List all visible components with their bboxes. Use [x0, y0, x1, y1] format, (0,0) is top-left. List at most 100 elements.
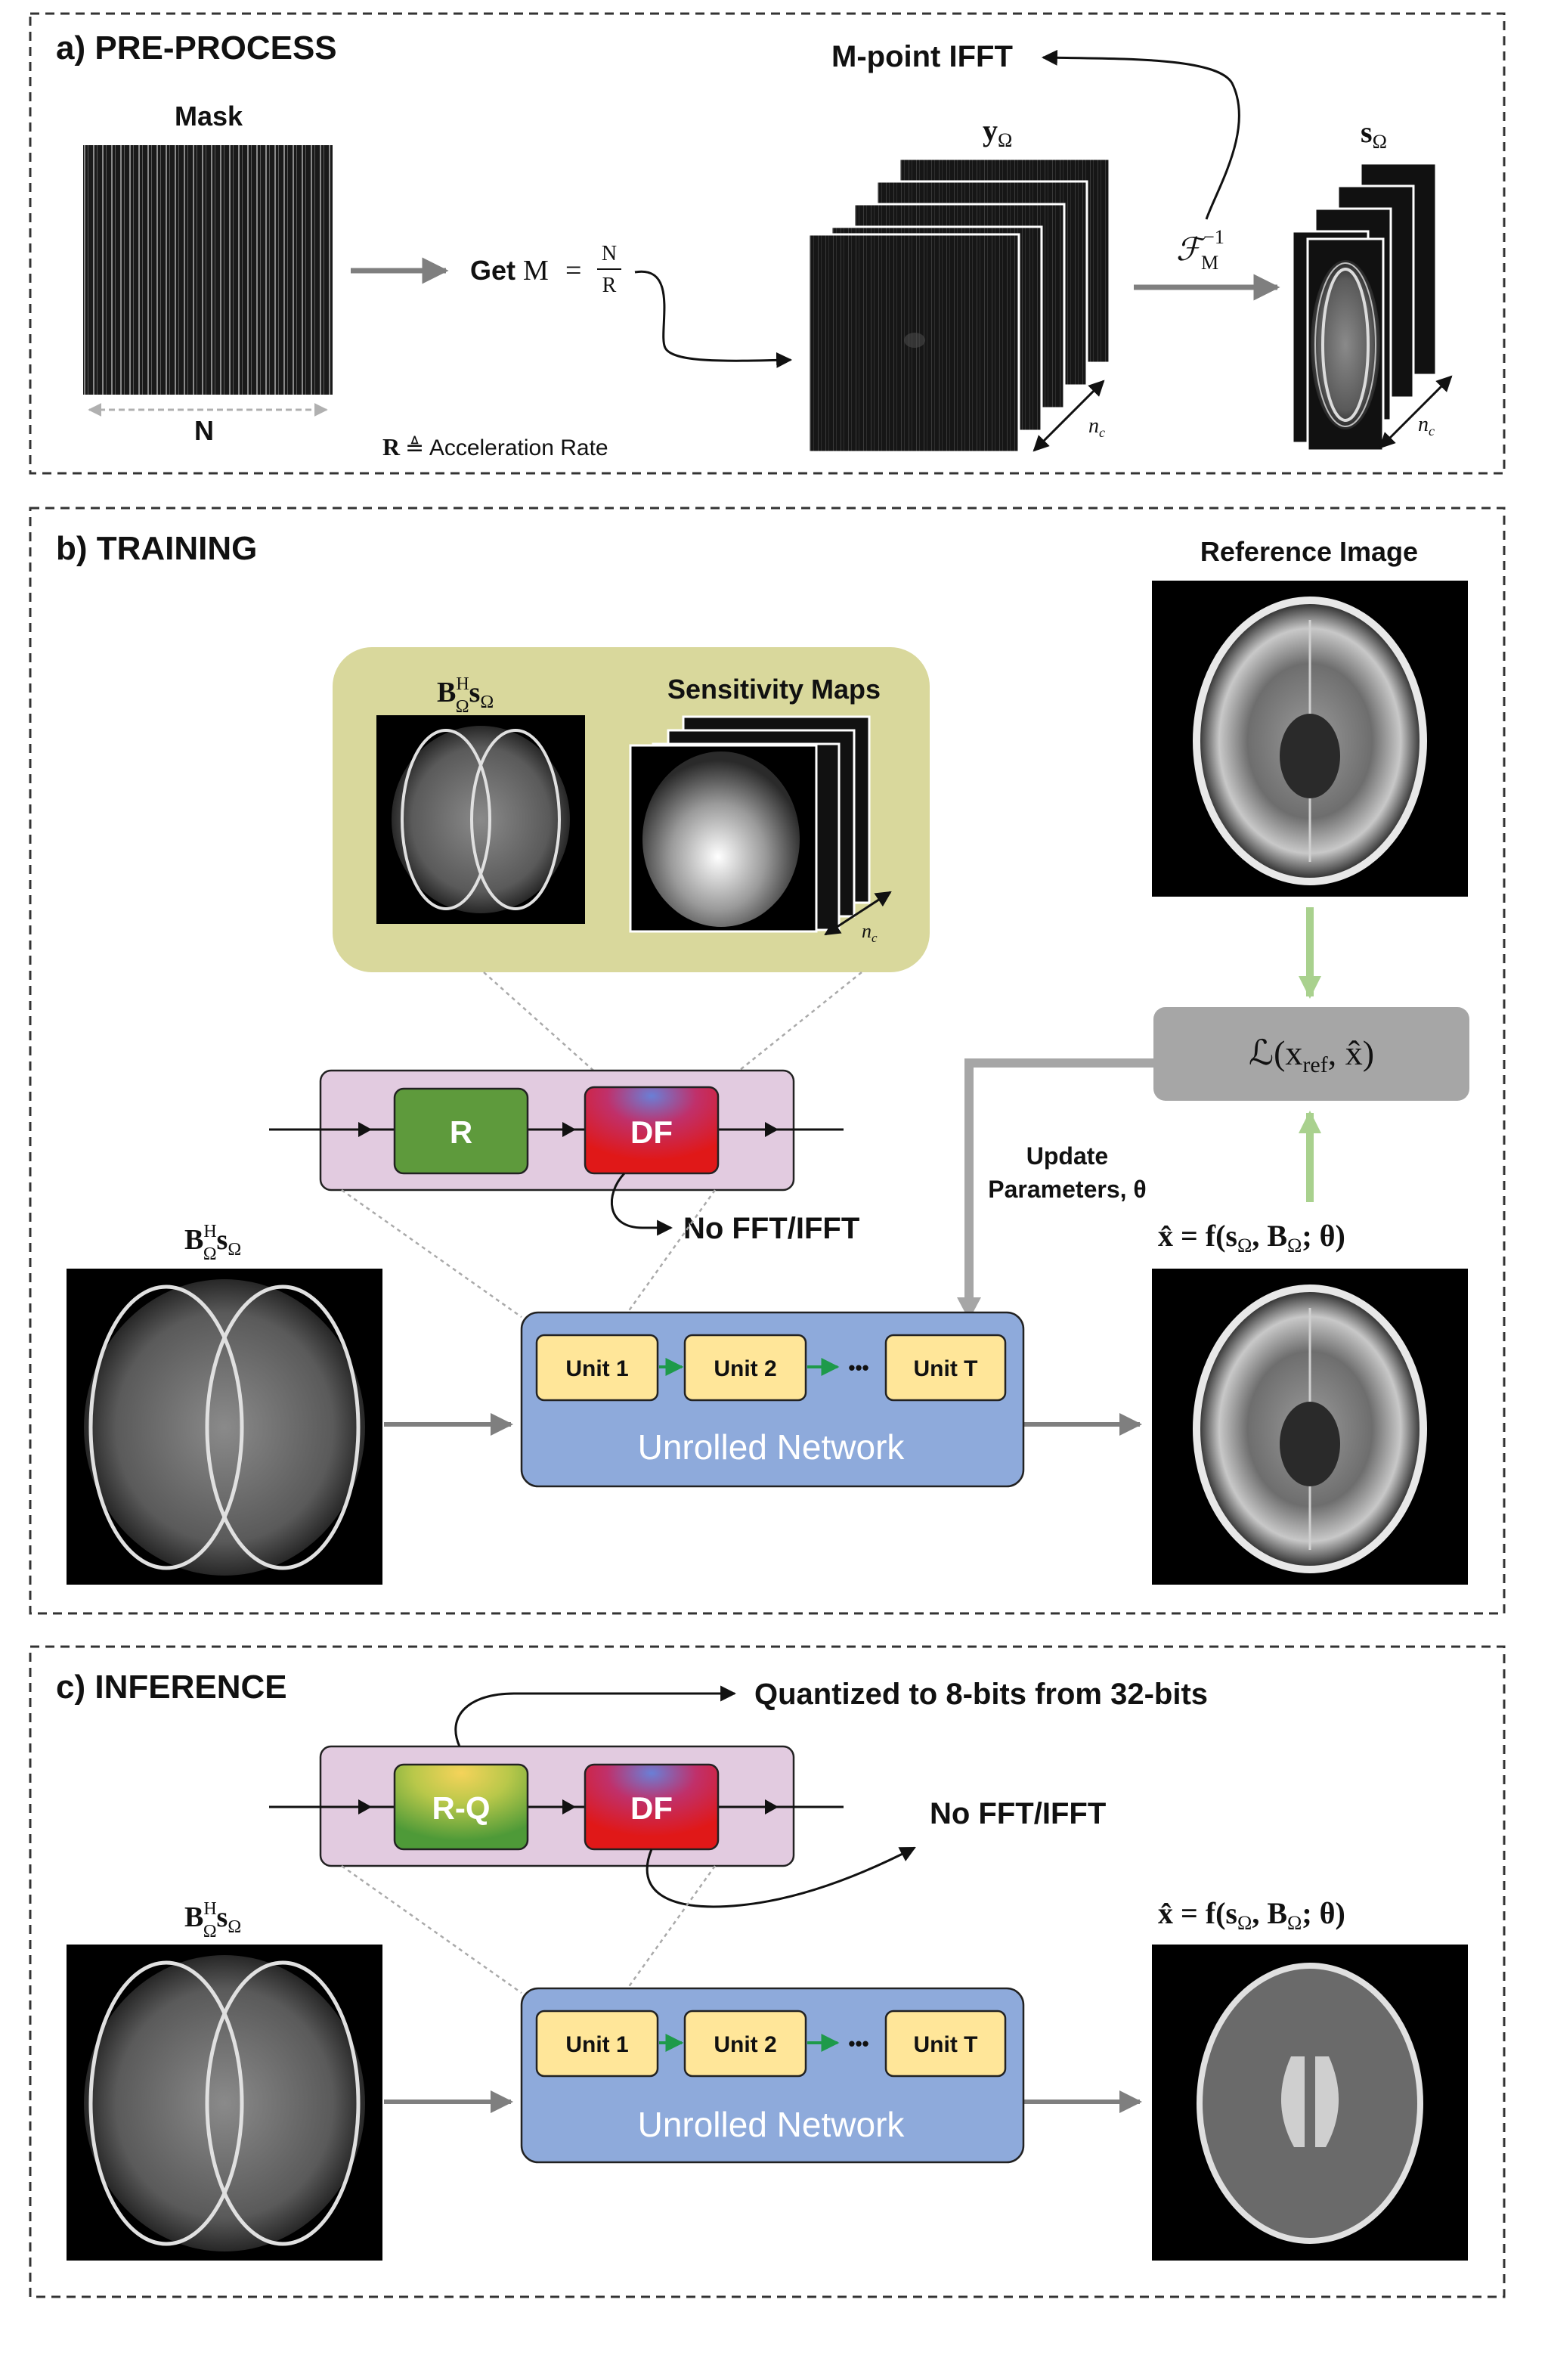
reconstruction-image-inference [1152, 1945, 1468, 2261]
kspace-stack [807, 157, 1111, 454]
s-omega-base: s [1361, 115, 1373, 149]
unitT-label-training: Unit T [914, 1356, 978, 1381]
no-fft-label-training: No FFT/IFFT [683, 1212, 859, 1245]
inf-bhs-b: B [184, 1901, 203, 1933]
unit1-label-inference: Unit 1 [565, 2032, 628, 2057]
network-label-training: Unrolled Network [638, 1427, 906, 1467]
mask-image [83, 145, 333, 395]
y-omega-label: yΩ [983, 113, 1012, 151]
unit1-inference [535, 2010, 659, 2078]
in-bhs-sup: H [203, 1222, 216, 1241]
xhat-eq-end: ; θ) [1302, 1219, 1345, 1253]
accel-rate-definition: ≜ Acceleration Rate [405, 435, 608, 460]
unitT-inference [884, 2010, 1007, 2078]
xhat-eq-mid: , B [1252, 1219, 1287, 1253]
df-block-label-inference: DF [630, 1790, 673, 1826]
input-aliased-image-training [67, 1269, 382, 1585]
accel-r-symbol: R [382, 433, 401, 460]
inf-xhat-mid: , B [1252, 1896, 1287, 1930]
kspace-nc-arrow [1033, 380, 1105, 452]
loss-function: ℒ(xref, x̂) [1249, 1034, 1374, 1077]
kspace-nc-sub: c [1099, 425, 1105, 440]
s-omega-label: sΩ [1361, 115, 1387, 153]
ifft-label: M-point IFFT [831, 40, 1013, 73]
sensitivity-maps-label: Sensitivity Maps [667, 674, 881, 705]
loss-box [1153, 1007, 1469, 1101]
panel-bhs-s: s [469, 677, 481, 708]
finv-sup: −1 [1203, 226, 1224, 248]
section-title-inference: c) INFERENCE [56, 1669, 287, 1706]
r-block [393, 1087, 529, 1175]
coils-nc-label: nc [1418, 413, 1435, 439]
y-omega-base: y [983, 113, 998, 147]
loss-tail: , x̂) [1328, 1034, 1374, 1072]
xhat-equation-training: x̂ = f(sΩ, BΩ; θ) [1158, 1219, 1345, 1257]
get-label: Get [470, 255, 515, 286]
inf-bhs-s: s [217, 1901, 228, 1933]
section-title-training: b) TRAINING [56, 530, 257, 567]
update-label-line2: Parameters, θ [988, 1176, 1146, 1203]
fraction-numerator: N [602, 242, 617, 265]
reference-image-label: Reference Image [1200, 536, 1418, 567]
inf-xhat-end: ; θ) [1302, 1896, 1345, 1930]
sens-nc-arrow [824, 891, 892, 936]
sensitivity-maps-stack [629, 715, 871, 933]
finv-sub: M [1201, 252, 1218, 274]
unit2-label-training: Unit 2 [714, 1356, 776, 1381]
unitT-label-inference: Unit T [914, 2032, 978, 2057]
unit1-training [535, 1334, 659, 1402]
unit2-label-inference: Unit 2 [714, 2032, 776, 2057]
loss-head: ℒ(x [1249, 1034, 1302, 1072]
inf-xhat-omega2: Ω [1287, 1912, 1302, 1934]
section-inference: c) INFERENCE Quantized to 8-bits from 32… [29, 1645, 1506, 2298]
inf-bhs-sub: Ω [203, 1922, 217, 1941]
in-bhs-s: s [217, 1224, 228, 1256]
panel-aliased-image [376, 715, 585, 924]
rq-block-label: R-Q [432, 1790, 491, 1826]
unit1-label-training: Unit 1 [565, 1356, 628, 1381]
dots-inference: ••• [848, 2032, 868, 2055]
getm-to-kspace-arrow [634, 270, 793, 368]
input-aliased-image-inference [67, 1945, 382, 2261]
rq-block [393, 1763, 529, 1851]
section-training: b) TRAINING Reference Image ℒ(xref, x̂) … [29, 507, 1506, 1615]
panel-connector-left [483, 972, 615, 1089]
inf-bhs-sub2: Ω [228, 1917, 241, 1937]
unit-connector-right-inference [623, 1865, 717, 1994]
sens-nc-sub: c [872, 931, 878, 945]
unit2-inference [683, 2010, 807, 2078]
reference-image [1152, 581, 1468, 897]
coil-image-stack [1291, 162, 1438, 452]
panel-bhs-sup: H [456, 674, 469, 694]
inf-xhat-head: x̂ = f(s [1158, 1896, 1237, 1930]
inf-bhs-sup: H [203, 1899, 216, 1919]
loss-ref: ref [1302, 1052, 1327, 1077]
coils-nc-arrow [1379, 375, 1453, 449]
reconstruction-image-training [1152, 1269, 1468, 1585]
xhat-eq-omega1: Ω [1237, 1235, 1252, 1257]
m-variable: M [523, 255, 549, 287]
no-fft-label-inference: No FFT/IFFT [930, 1797, 1106, 1830]
finv-to-ifft-arrow [1041, 49, 1240, 220]
in-bhs-b: B [184, 1224, 203, 1256]
df-to-nofft-arrow [610, 1172, 673, 1236]
panel-bhs-sub: Ω [456, 697, 469, 717]
r-block-label: R [450, 1114, 472, 1150]
coils-nc-base: n [1418, 413, 1429, 436]
panel-connector-right [716, 972, 862, 1089]
rq-to-quantized-arrow [454, 1685, 737, 1747]
sens-nc-base: n [862, 920, 872, 942]
df-block-label: DF [630, 1114, 673, 1150]
in-bhs-sub: Ω [203, 1244, 217, 1264]
unit-connector-right [623, 1189, 717, 1318]
df-block [584, 1086, 720, 1175]
coils-nc-sub: c [1429, 423, 1435, 439]
update-label-line1: Update [1026, 1142, 1108, 1170]
loss-to-network-arrow [964, 1058, 1153, 1300]
section-preprocess: a) PRE-PROCESS Mask N Get M = N R R ≜ Ac… [29, 12, 1506, 475]
unit-connector-left [341, 1188, 522, 1319]
xhat-equation-inference: x̂ = f(sΩ, BΩ; θ) [1158, 1896, 1345, 1934]
